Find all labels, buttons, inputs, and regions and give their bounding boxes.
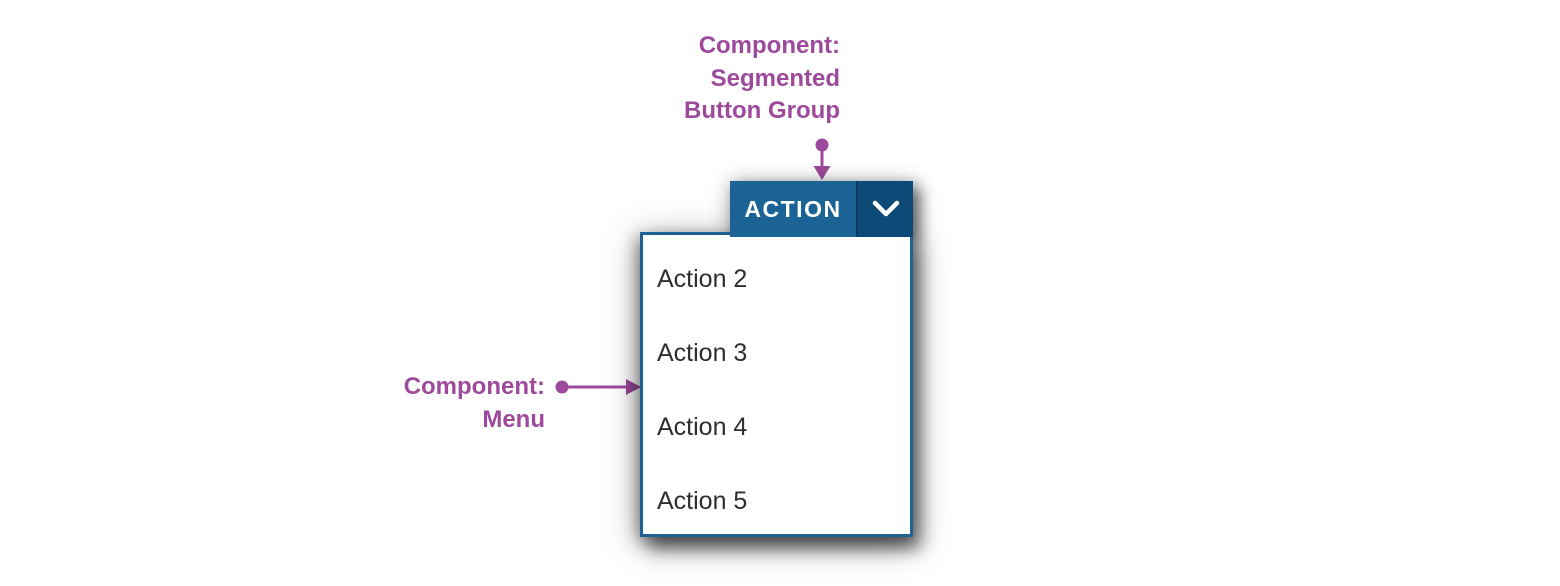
menu-item[interactable]: Action 3: [643, 316, 910, 390]
annotation-name-line: Segmented: [710, 64, 840, 92]
menu-item[interactable]: Action 4: [643, 390, 910, 464]
annotation-name-line: Button Group: [684, 97, 840, 124]
annotation-segmented-button-group: Component: Segmented Button Group: [684, 30, 840, 128]
dropdown-toggle-button[interactable]: [856, 181, 913, 237]
action-button[interactable]: ACTION: [730, 181, 856, 237]
arrow-down-icon: [813, 138, 831, 180]
annotation-prefix: Component:: [403, 373, 545, 400]
menu-item-label: Action 3: [657, 338, 748, 367]
dropdown-menu: Action 2 Action 3 Action 4 Action 5: [640, 232, 913, 537]
segmented-button-group: ACTION: [730, 181, 913, 237]
menu-item-label: Action 2: [657, 264, 748, 293]
annotation-menu: Component: Menu: [404, 371, 545, 436]
annotation-prefix: Component:: [698, 32, 840, 59]
menu-item[interactable]: Action 5: [643, 464, 910, 538]
menu-item-label: Action 4: [657, 412, 748, 441]
arrow-right-icon: [555, 379, 641, 395]
annotation-name-line: Menu: [482, 405, 545, 433]
menu-item[interactable]: Action 2: [643, 242, 910, 316]
menu-item-label: Action 5: [657, 486, 748, 515]
chevron-down-icon: [872, 200, 899, 217]
